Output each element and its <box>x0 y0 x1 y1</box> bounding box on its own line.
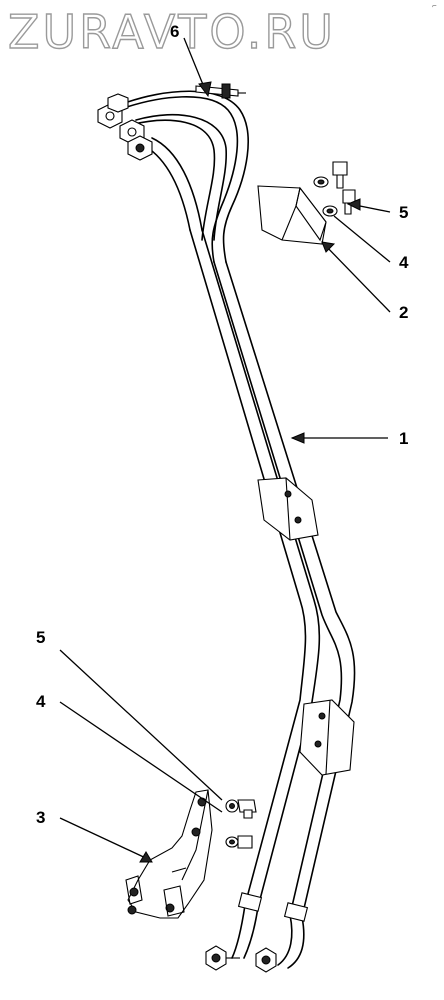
leader-arrowheads <box>139 81 361 863</box>
corner-mark: ⌐ <box>432 3 437 10</box>
tube-clamp-lower <box>299 699 355 776</box>
hose-assembly <box>97 90 356 973</box>
tube-clamp-upper <box>257 477 319 541</box>
callout-3: 3 <box>36 808 45 827</box>
lower-bracket <box>125 789 213 919</box>
callout-4-lower: 4 <box>36 692 46 711</box>
upper-bolt <box>332 161 356 215</box>
callout-5-lower: 5 <box>36 628 45 647</box>
upper-bracket <box>257 185 327 245</box>
upper-washer <box>313 176 338 217</box>
callout-4-upper: 4 <box>399 253 409 272</box>
leader-lines <box>59 37 391 861</box>
callout-1: 1 <box>399 429 408 448</box>
callout-2: 2 <box>399 303 408 322</box>
watermark-text: ZURAVTO.RU <box>8 5 336 59</box>
callout-5-upper: 5 <box>399 203 408 222</box>
hose-fitting-nuts <box>97 93 153 161</box>
callout-6: 6 <box>170 22 179 41</box>
lower-bolt-assembly <box>225 799 257 849</box>
hose-bottom-nuts <box>205 945 277 973</box>
